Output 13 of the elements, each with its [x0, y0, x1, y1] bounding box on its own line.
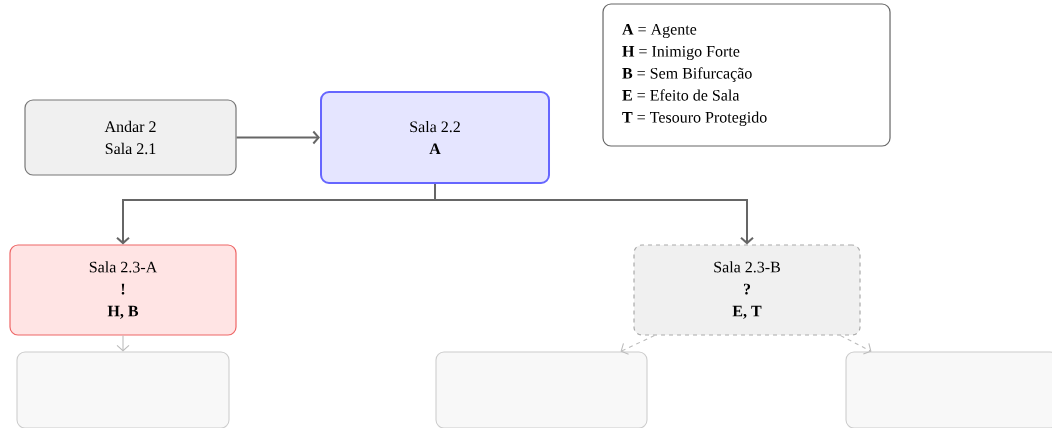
arrow: [840, 335, 872, 355]
room-box: Andar 2 Sala 2.1: [24, 99, 237, 176]
empty-room-box: [16, 351, 230, 428]
arrow: [235, 130, 320, 145]
empty-room-box: [845, 351, 1052, 428]
room-box: Sala 2.2 A: [320, 91, 550, 184]
room-box: Sala 2.3-B ? E, T: [633, 244, 861, 336]
arrow: [620, 335, 655, 355]
empty-room-box: [435, 351, 648, 428]
arrow: [434, 183, 754, 245]
legend-box: A = Agente H = Inimigo Forte B = Sem Bifurcação E = Efeito de Sala T = Tesouro Protegido: [602, 3, 891, 147]
room-box: Sala 2.3-A ! H, B: [9, 244, 237, 336]
arrow: [116, 335, 130, 352]
